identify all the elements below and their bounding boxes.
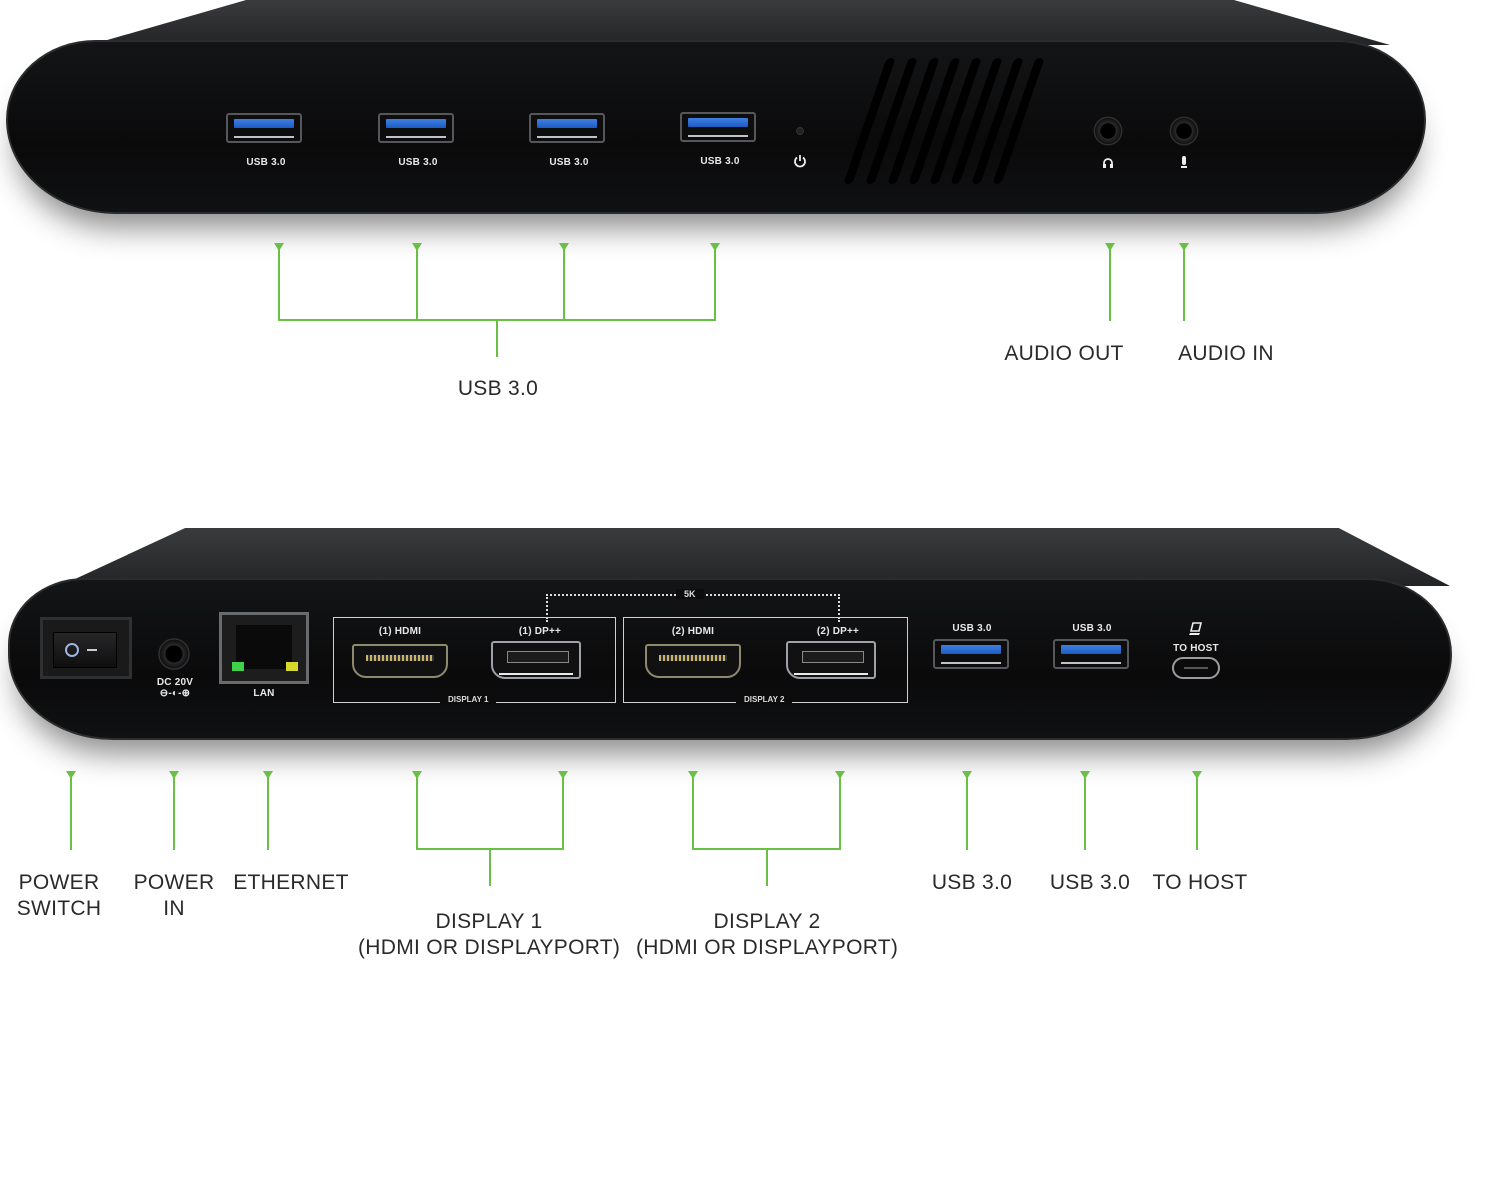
- rear-usb-1-callout-label: USB 3.0: [931, 871, 1013, 894]
- audio-out-callout-label: AUDIO OUT: [1004, 342, 1124, 365]
- rear-lid: [60, 528, 1450, 586]
- display-2-label: DISPLAY 2: [736, 695, 793, 704]
- rear-usb-label-1: USB 3.0: [952, 623, 992, 634]
- lan-label: LAN: [253, 688, 275, 699]
- dp-1-label: (1) DP++: [518, 626, 562, 637]
- laptop-icon: [1189, 622, 1203, 636]
- 5k-label: 5K: [676, 589, 704, 599]
- front-usb-label-2: USB 3.0: [398, 157, 438, 168]
- dp-2-label: (2) DP++: [816, 626, 860, 637]
- ethernet-callout-label: ETHERNET: [233, 871, 349, 894]
- display-1-callout-label-line1: DISPLAY 1: [435, 910, 543, 933]
- rear-usb-port-2[interactable]: [1053, 639, 1129, 669]
- power-switch-callout-label-line1: POWER: [18, 871, 100, 894]
- hdmi-2-label: (2) HDMI: [671, 626, 715, 637]
- display-2-callout-label-line1: DISPLAY 2: [713, 910, 821, 933]
- front-usb-port-2[interactable]: [378, 113, 454, 143]
- usb-c-to-host-port[interactable]: [1172, 657, 1220, 679]
- dc-label: DC 20V: [156, 677, 194, 688]
- power-on-symbol: [87, 649, 97, 651]
- front-usb-port-4[interactable]: [680, 112, 756, 142]
- audio-out-jack[interactable]: [1093, 116, 1123, 146]
- front-usb-label-3: USB 3.0: [549, 157, 589, 168]
- power-off-symbol: [65, 643, 79, 657]
- to-host-callout-label: TO HOST: [1152, 871, 1248, 894]
- displayport-2-port[interactable]: [786, 641, 876, 679]
- ethernet-port[interactable]: [219, 612, 309, 684]
- dc-polarity-icon: ⊖-◐-⊕: [159, 688, 191, 699]
- power-switch-callout-label-line2: SWITCH: [16, 897, 102, 920]
- audio-in-callout-label: AUDIO IN: [1178, 342, 1274, 365]
- hdmi-1-label: (1) HDMI: [378, 626, 422, 637]
- dc-power-jack[interactable]: [158, 637, 190, 671]
- to-host-silkscreen: TO HOST: [1173, 643, 1219, 654]
- rear-usb-2-callout-label: USB 3.0: [1049, 871, 1131, 894]
- power-in-callout-label-line1: POWER: [133, 871, 215, 894]
- lan-link-led: [232, 662, 244, 671]
- hdmi-1-port[interactable]: [352, 644, 448, 678]
- front-usb-label-1: USB 3.0: [246, 157, 286, 168]
- front-lid: [90, 0, 1390, 45]
- lan-activity-led: [286, 662, 298, 671]
- power-in-callout-label-line2: IN: [163, 897, 185, 920]
- microphone-icon: [1179, 155, 1189, 169]
- rear-usb-port-1[interactable]: [933, 639, 1009, 669]
- power-icon: [793, 154, 807, 168]
- front-usb-label-4: USB 3.0: [700, 156, 740, 167]
- headphones-icon: [1102, 156, 1114, 168]
- hdmi-2-port[interactable]: [645, 644, 741, 678]
- power-switch[interactable]: [40, 617, 132, 679]
- display-2-callout-label-line2: (HDMI OR DISPLAYPORT): [636, 936, 899, 959]
- rear-usb-label-2: USB 3.0: [1072, 623, 1112, 634]
- audio-in-jack[interactable]: [1169, 116, 1199, 146]
- display-1-label: DISPLAY 1: [440, 695, 497, 704]
- usb-callout-label: USB 3.0: [457, 377, 539, 400]
- front-vent-grille: [835, 58, 1045, 188]
- displayport-1-port[interactable]: [491, 641, 581, 679]
- front-usb-port-3[interactable]: [529, 113, 605, 143]
- power-led: [797, 128, 803, 134]
- front-usb-port-1[interactable]: [226, 113, 302, 143]
- display-1-callout-label-line2: (HDMI OR DISPLAYPORT): [358, 936, 621, 959]
